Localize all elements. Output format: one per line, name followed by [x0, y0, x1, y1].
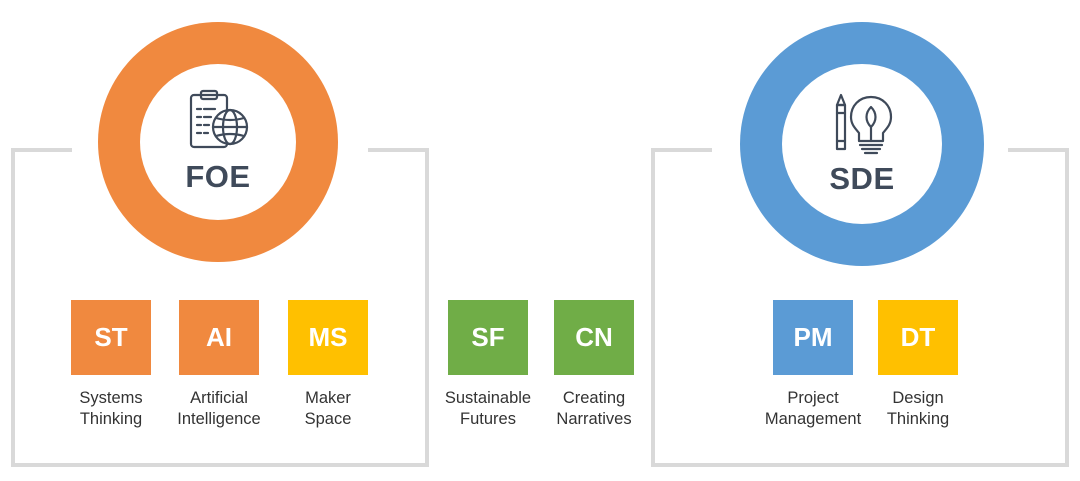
- foe-ring: FOE: [98, 22, 338, 262]
- caption-ai-line2: Intelligence: [177, 410, 261, 428]
- tile-st: ST: [71, 300, 151, 375]
- foe-bracket: [11, 148, 429, 467]
- tile-ai: AI: [179, 300, 259, 375]
- caption-dt-line1: Design: [892, 389, 944, 407]
- caption-cn: Creating Narratives: [534, 388, 654, 430]
- caption-st-line2: Thinking: [79, 410, 143, 428]
- caption-st: Systems Thinking: [51, 388, 171, 430]
- sde-ring: SDE: [740, 22, 984, 266]
- caption-cn-line2: Narratives: [556, 410, 632, 428]
- tile-dt: DT: [878, 300, 958, 375]
- pencil-lightbulb-icon: [835, 93, 893, 155]
- caption-st-line1: Systems: [79, 389, 143, 407]
- caption-sf: Sustainable Futures: [428, 388, 548, 430]
- foe-ring-center: FOE: [140, 64, 296, 220]
- caption-ms-line1: Maker: [305, 389, 351, 407]
- caption-dt-line2: Thinking: [886, 410, 950, 428]
- caption-pm-line2: Management: [764, 410, 862, 428]
- caption-cn-line1: Creating: [562, 389, 626, 407]
- tile-sf: SF: [448, 300, 528, 375]
- sde-bracket: [651, 148, 1069, 467]
- sde-ring-center: SDE: [782, 64, 942, 224]
- tile-pm: PM: [773, 300, 853, 375]
- caption-sf-line1: Sustainable: [444, 389, 532, 407]
- sde-label: SDE: [829, 161, 895, 196]
- caption-sf-line2: Futures: [460, 410, 516, 428]
- caption-pm-line1: Project: [787, 389, 839, 407]
- caption-ms: Maker Space: [268, 388, 388, 430]
- caption-pm: Project Management: [753, 388, 873, 430]
- caption-ai: Artificial Intelligence: [159, 388, 279, 430]
- clipboard-globe-icon: [189, 89, 249, 149]
- caption-ms-line2: Space: [304, 410, 352, 428]
- caption-dt: Design Thinking: [858, 388, 978, 430]
- caption-ai-line1: Artificial: [190, 389, 248, 407]
- foe-label: FOE: [185, 159, 251, 194]
- tile-cn: CN: [554, 300, 634, 375]
- tile-ms: MS: [288, 300, 368, 375]
